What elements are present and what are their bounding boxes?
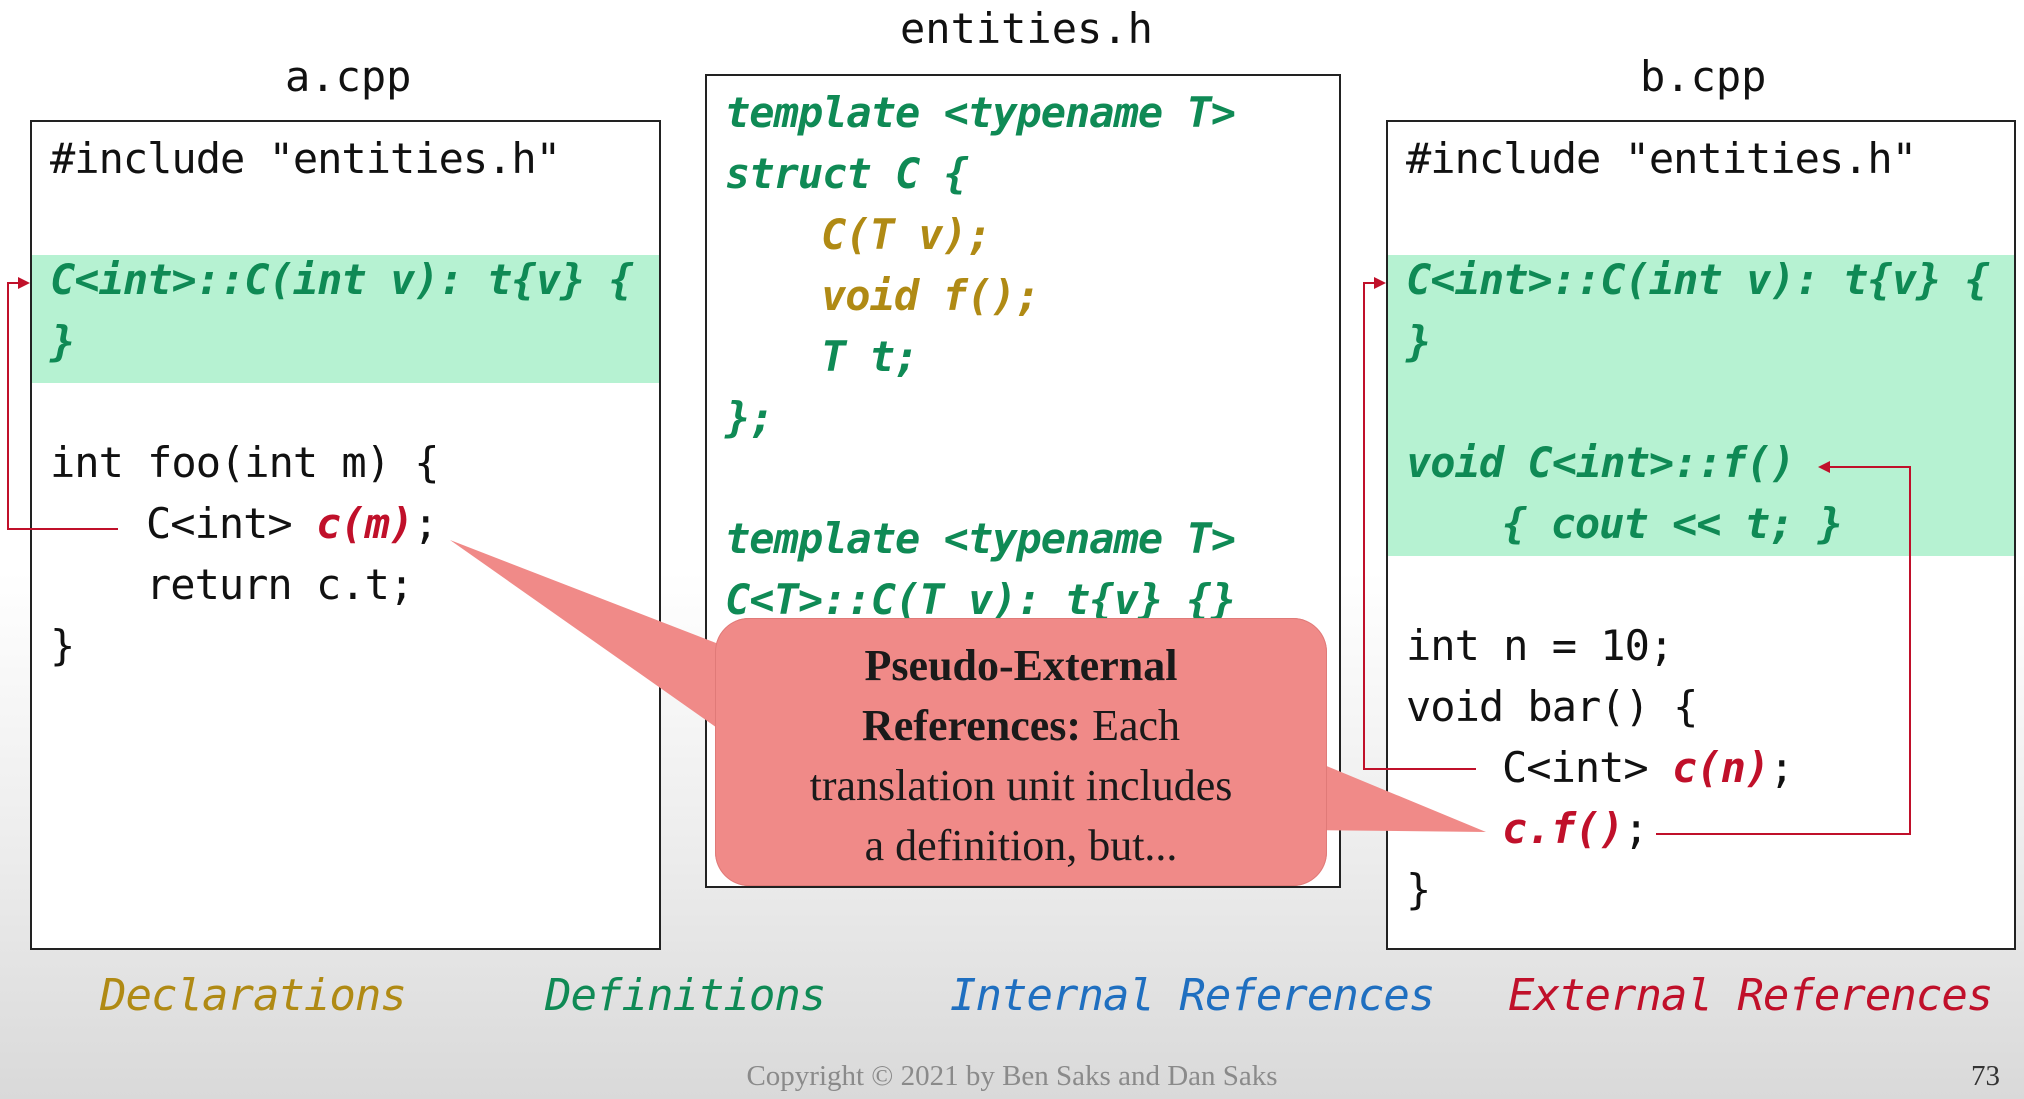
a-cpp-reference-arrow	[7, 277, 118, 530]
b-cpp-ctor-def-line2: }	[1406, 317, 1431, 366]
b-cpp-ctor-def-line1: C<int>::C(int v): t{v} {	[1406, 255, 1990, 304]
entities-template-line1: template <typename T>	[725, 88, 1236, 137]
page-number: 73	[1971, 1060, 2000, 1092]
b-cpp-f-reference-arrow	[1656, 461, 1911, 835]
a-cpp-definition-highlight	[32, 255, 659, 383]
entities-h-title: entities.h	[900, 4, 1153, 53]
a-cpp-ctor-def-line1: C<int>::C(int v): t{v} {	[50, 255, 634, 304]
a-cpp-decl-semicolon: ;	[413, 499, 438, 548]
pseudo-external-callout: Pseudo-External References: Each transla…	[715, 618, 1327, 886]
a-cpp-foo-signature: int foo(int m) {	[50, 438, 440, 487]
b-cpp-bar-close: }	[1406, 865, 1431, 914]
legend-declarations: Declarations	[100, 970, 407, 1021]
a-cpp-decl-object: c(m)	[316, 499, 414, 548]
callout-pointer-right	[1300, 755, 1486, 832]
b-cpp-call-expr: c.f()	[1502, 804, 1624, 853]
a-cpp-decl-type: C<int>	[146, 499, 317, 548]
entities-struct-line: struct C {	[725, 149, 969, 198]
callout-line3: translation unit includes	[809, 761, 1233, 810]
b-cpp-decl-semicolon: ;	[1769, 743, 1794, 792]
b-cpp-bar-signature: void bar() {	[1406, 682, 1698, 731]
b-cpp-bar-call: c.f();	[1502, 804, 1649, 853]
entities-member-t: T t;	[821, 332, 919, 381]
b-cpp-include: #include "entities.h"	[1406, 134, 1917, 183]
entities-struct-close: };	[725, 393, 775, 442]
b-cpp-ctor-reference-arrow	[1363, 277, 1476, 770]
b-cpp-f-def-line2: { cout << t; }	[1502, 499, 1843, 548]
a-cpp-foo-declaration: C<int> c(m);	[146, 499, 438, 548]
callout-line1: Pseudo-External	[864, 641, 1178, 690]
a-cpp-ctor-def-line2: }	[50, 317, 75, 366]
b-cpp-bar-declaration: C<int> c(n);	[1502, 743, 1794, 792]
b-cpp-decl-object: c(n)	[1672, 743, 1770, 792]
a-cpp-foo-close: }	[50, 621, 75, 670]
b-cpp-n-declaration: int n = 10;	[1406, 621, 1674, 670]
a-cpp-foo-return: return c.t;	[146, 560, 414, 609]
copyright-footer: Copyright © 2021 by Ben Saks and Dan Sak…	[746, 1060, 1278, 1092]
b-cpp-call-semicolon: ;	[1623, 804, 1648, 853]
entities-member-ctor: C(T v);	[821, 210, 992, 259]
legend-external-references: External References	[1508, 970, 1993, 1021]
a-cpp-title: a.cpp	[285, 52, 412, 101]
callout-line2: References: Each	[862, 701, 1180, 750]
b-cpp-title: b.cpp	[1640, 52, 1767, 101]
entities-member-f: void f();	[821, 271, 1041, 320]
callout-pointer-left	[450, 540, 760, 730]
b-cpp-f-def-line1: void C<int>::f()	[1406, 438, 1796, 487]
entities-ctor-definition: C<T>::C(T v): t{v} {}	[725, 575, 1236, 624]
legend-internal-references: Internal References	[950, 970, 1435, 1021]
b-cpp-decl-type: C<int>	[1502, 743, 1673, 792]
a-cpp-panel: #include "entities.h" C<int>::C(int v): …	[30, 120, 661, 950]
entities-template-line2: template <typename T>	[725, 514, 1236, 563]
callout-line4: a definition, but...	[864, 821, 1178, 870]
legend-definitions: Definitions	[545, 970, 826, 1021]
a-cpp-include: #include "entities.h"	[50, 134, 561, 183]
